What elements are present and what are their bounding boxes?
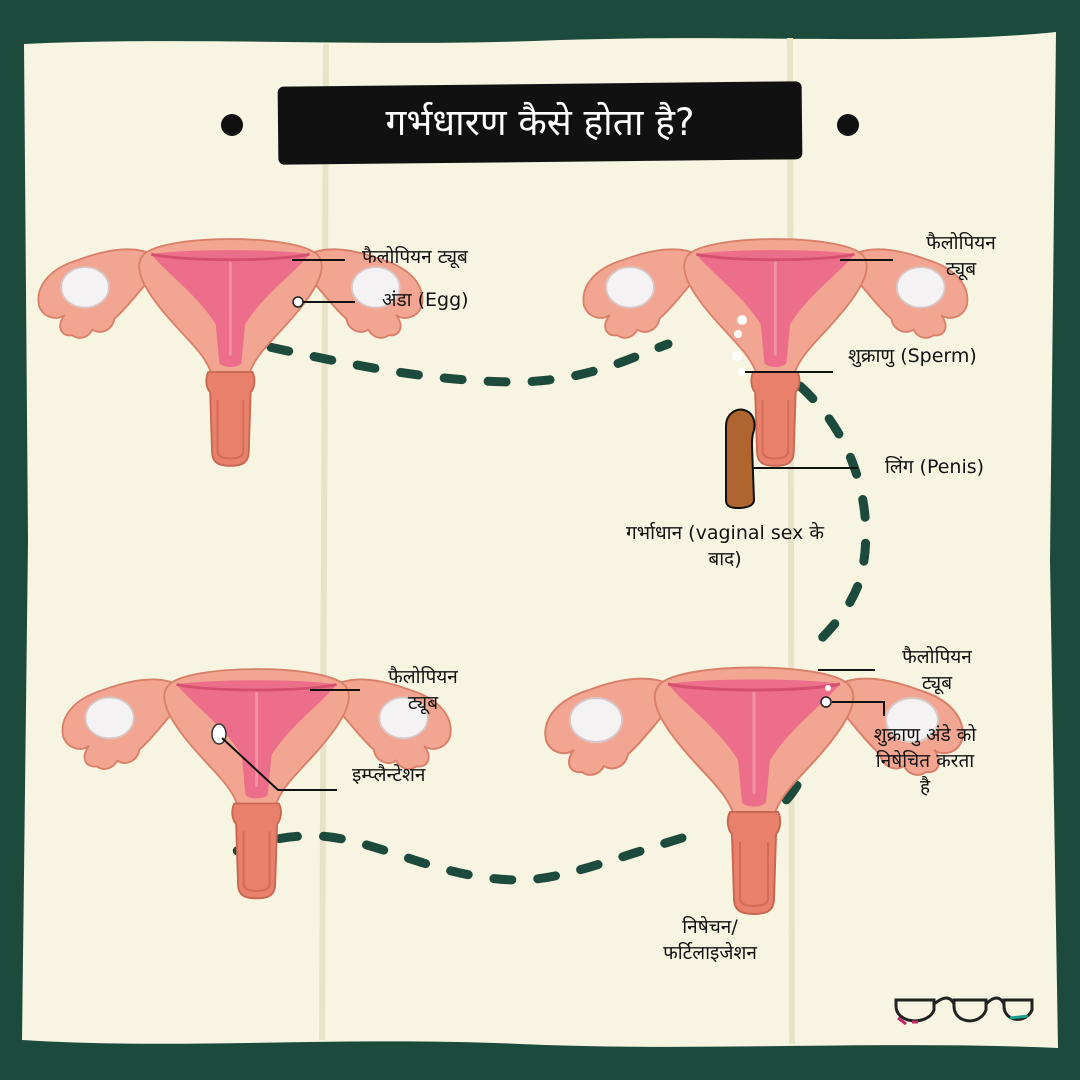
caption-insemination-line2: बाद) <box>708 548 742 570</box>
page-title: गर्भधारण कैसे होता है? <box>385 101 695 144</box>
caption-insemination: गर्भाधान (vaginal sex के बाद) <box>600 520 850 572</box>
caption-fertilization-line2: फर्टिलाइजेशन <box>663 942 757 964</box>
bullet-right <box>837 114 859 136</box>
caption-fertilization-line1: निषेचन/ <box>682 916 738 938</box>
label-sperm-fertilizes-egg: शुक्राणु अंडे को निषेचित करता है <box>840 722 1010 800</box>
label-sperm: शुक्राणु (Sperm) <box>848 345 977 367</box>
label-sperm-fertilizes-egg-line2: निषेचित करता <box>875 750 975 772</box>
bullet-left <box>221 114 243 136</box>
label-fallopian-tube-4: फैलोपियन ट्यूब <box>358 664 488 716</box>
label-sperm-fertilizes-egg-line3: है <box>919 776 931 798</box>
paper-fold-right <box>787 37 795 1045</box>
label-fallopian-tube-4-line1: फैलोपियन <box>388 666 458 688</box>
label-fallopian-tube-2-line1: फैलोपियन <box>926 232 996 254</box>
label-fallopian-tube-2: फैलोपियन ट्यूब <box>896 230 1026 282</box>
label-fallopian-tube-3-line2: ट्यूब <box>921 672 953 694</box>
paper-fold-left <box>319 43 329 1041</box>
label-fallopian-tube-4-line2: ट्यूब <box>407 692 439 714</box>
label-implantation: इम्प्लैन्टेशन <box>352 764 426 786</box>
leader-lines <box>221 259 893 791</box>
label-fallopian-tube-1: फैलोपियन ट्यूब <box>362 246 468 268</box>
label-egg: अंडा (Egg) <box>382 289 469 311</box>
label-fallopian-tube-3: फैलोपियन ट्यूब <box>872 644 1002 696</box>
sperm-icon <box>732 315 747 376</box>
label-sperm-fertilizes-egg-line1: शुक्राणु अंडे को <box>873 724 977 746</box>
label-penis: लिंग (Penis) <box>885 456 985 478</box>
label-fallopian-tube-3-line1: फैलोपियन <box>902 646 972 668</box>
glasses-logo <box>894 996 1034 1026</box>
label-fallopian-tube-2-line2: ट्यूब <box>945 258 977 280</box>
fertilized-egg-icon <box>820 685 832 708</box>
egg-icon <box>292 296 304 308</box>
caption-fertilization: निषेचन/ फर्टिलाइजेशन <box>620 914 800 966</box>
paper-background <box>22 32 1058 1048</box>
caption-insemination-line1: गर्भाधान (vaginal sex के <box>626 522 824 544</box>
penis-icon <box>725 408 756 510</box>
